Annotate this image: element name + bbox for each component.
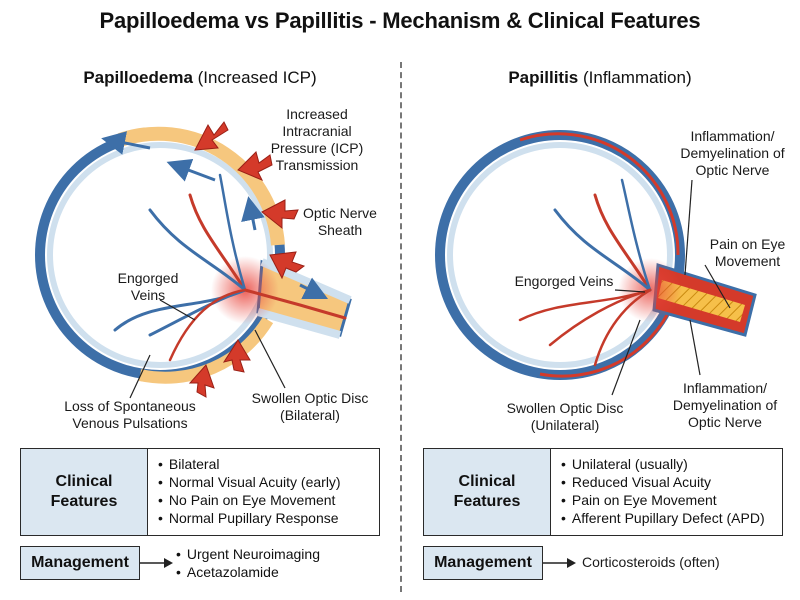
label-engorged-veins-right: Engorged Veins [514,273,614,289]
left-heading-bold: Papilloedema [83,68,193,87]
label-engorged-veins-left: Engorged Veins [117,270,179,303]
right-heading-bold: Papillitis [508,68,579,87]
right-panel-heading: Papillitis (Inflammation) [400,68,800,88]
papillitis-eye-diagram [435,130,757,396]
papilloedema-eye-diagram [35,121,352,399]
right-features-list: Unilateral (usually) Reduced Visual Acui… [551,449,765,535]
label-icp-transmission: Increased Intracranial Pressure (ICP) Tr… [270,106,364,173]
label-inflammation-top: Inflammation/ Demyelination of Optic Ner… [680,128,785,178]
right-management-item: Corticosteroids (often) [582,554,720,570]
label-swollen-disc-unilateral: Swollen Optic Disc (Unilateral) [506,400,624,433]
page-title: Papilloedema vs Papillitis - Mechanism &… [99,8,701,33]
panel-divider [400,62,402,592]
label-inflammation-bottom: Inflammation/ Demyelination of Optic Ner… [672,380,778,430]
left-features-list: Bilateral Normal Visual Acuity (early) N… [148,449,341,535]
list-item: Acetazolamide [176,563,320,581]
right-heading-rest: (Inflammation) [578,68,692,87]
left-heading-rest: (Increased ICP) [192,68,317,87]
right-management-arrow-icon [543,558,576,568]
right-clinical-features-box: Clinical Features Unilateral (usually) R… [423,448,783,536]
right-management-label: Management [423,546,543,580]
label-swollen-disc-bilateral: Swollen Optic Disc (Bilateral) [251,390,369,423]
list-item: Normal Pupillary Response [158,509,341,527]
left-clinical-features-box: Clinical Features Bilateral Normal Visua… [20,448,380,536]
list-item: Reduced Visual Acuity [561,473,765,491]
left-management-label: Management [20,546,140,580]
list-item: Afferent Pupillary Defect (APD) [561,509,765,527]
label-pain-eye-movement: Pain on Eye Movement [709,236,786,269]
left-features-title: Clinical Features [21,449,148,535]
list-item: Bilateral [158,455,341,473]
right-features-title: Clinical Features [424,449,551,535]
list-item: Normal Visual Acuity (early) [158,473,341,491]
left-management-arrow-icon [140,558,173,568]
list-item: No Pain on Eye Movement [158,491,341,509]
label-loss-venous-pulsations: Loss of Spontaneous Venous Pulsations [64,398,196,431]
list-item: Unilateral (usually) [561,455,765,473]
left-management-list: Urgent Neuroimaging Acetazolamide [176,545,320,581]
label-optic-nerve-sheath: Optic Nerve Sheath [303,205,377,238]
list-item: Urgent Neuroimaging [176,545,320,563]
list-item: Pain on Eye Movement [561,491,765,509]
left-panel-heading: Papilloedema (Increased ICP) [0,68,400,88]
